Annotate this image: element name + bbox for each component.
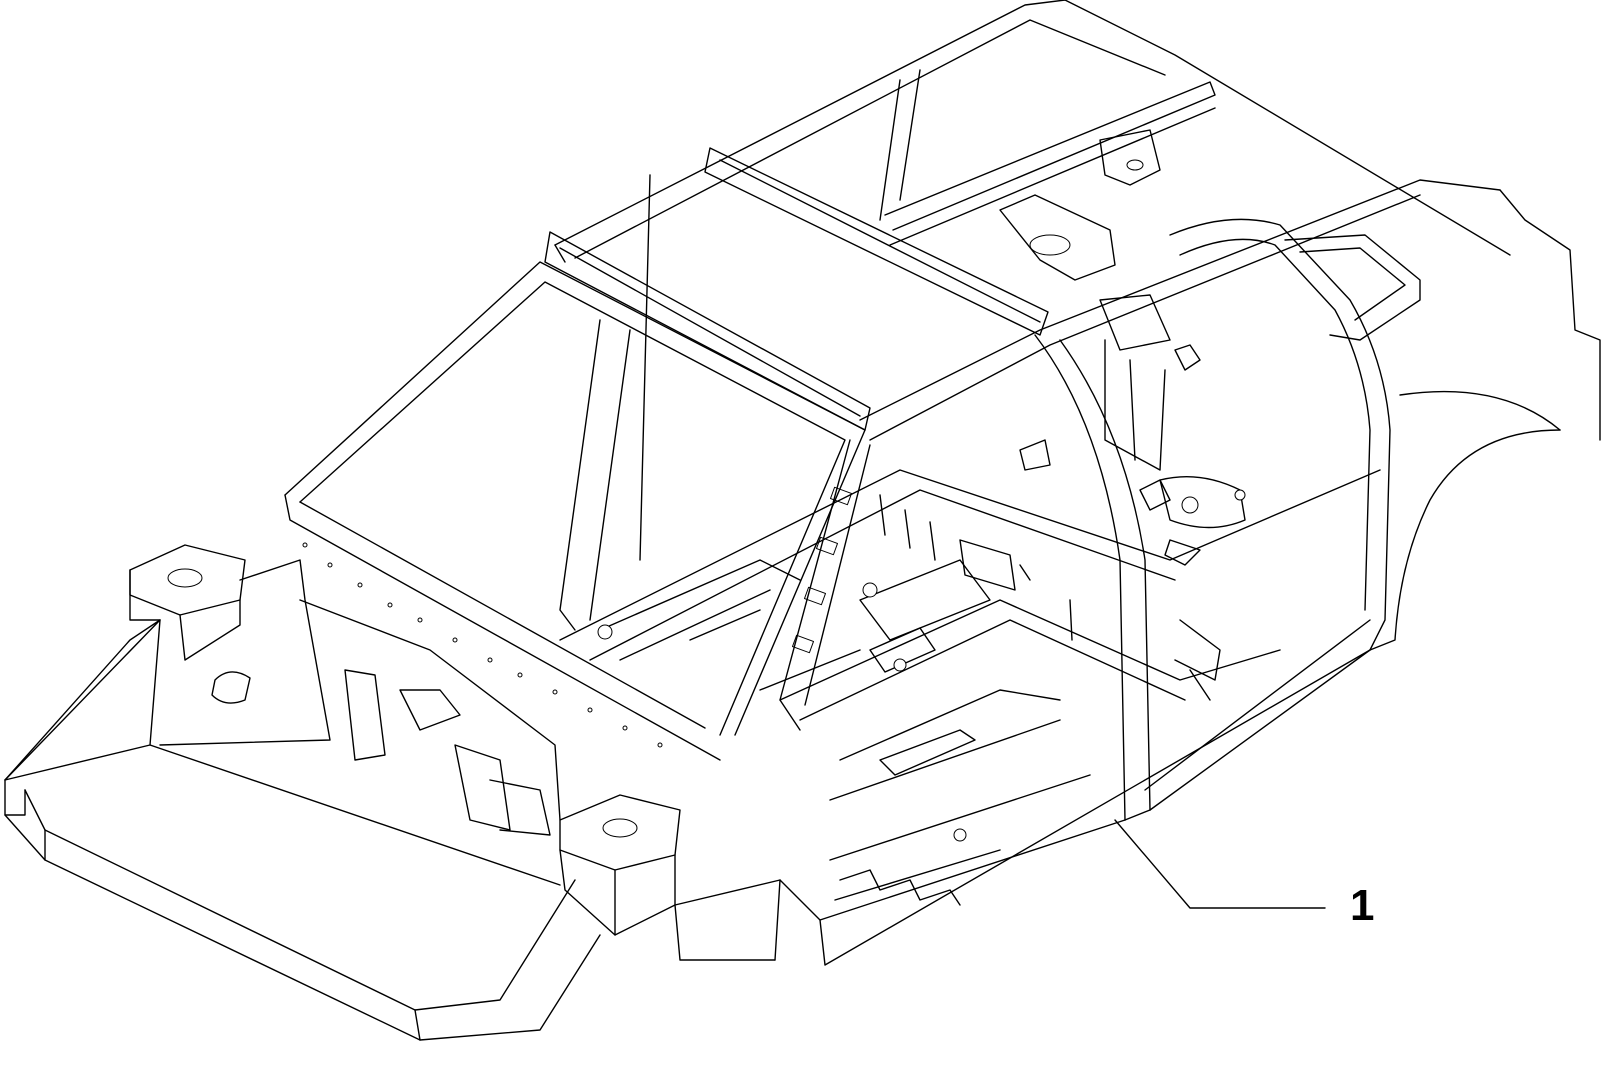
callout-label: 1 (1350, 881, 1374, 930)
callout-1: 1 (1114, 819, 1374, 930)
sill-rocker (674, 619, 1371, 966)
cowl-holes (302, 542, 663, 748)
windshield-frame (284, 261, 866, 761)
right-a-pillar (779, 439, 871, 731)
far-side-pillars (559, 69, 921, 631)
rear-quarter (1169, 189, 1601, 651)
front-structure (4, 544, 681, 1041)
leader-line (1114, 819, 1326, 909)
roof-frame (544, 0, 1511, 441)
rear-floor (999, 129, 1246, 701)
floor-pan (559, 469, 1381, 842)
